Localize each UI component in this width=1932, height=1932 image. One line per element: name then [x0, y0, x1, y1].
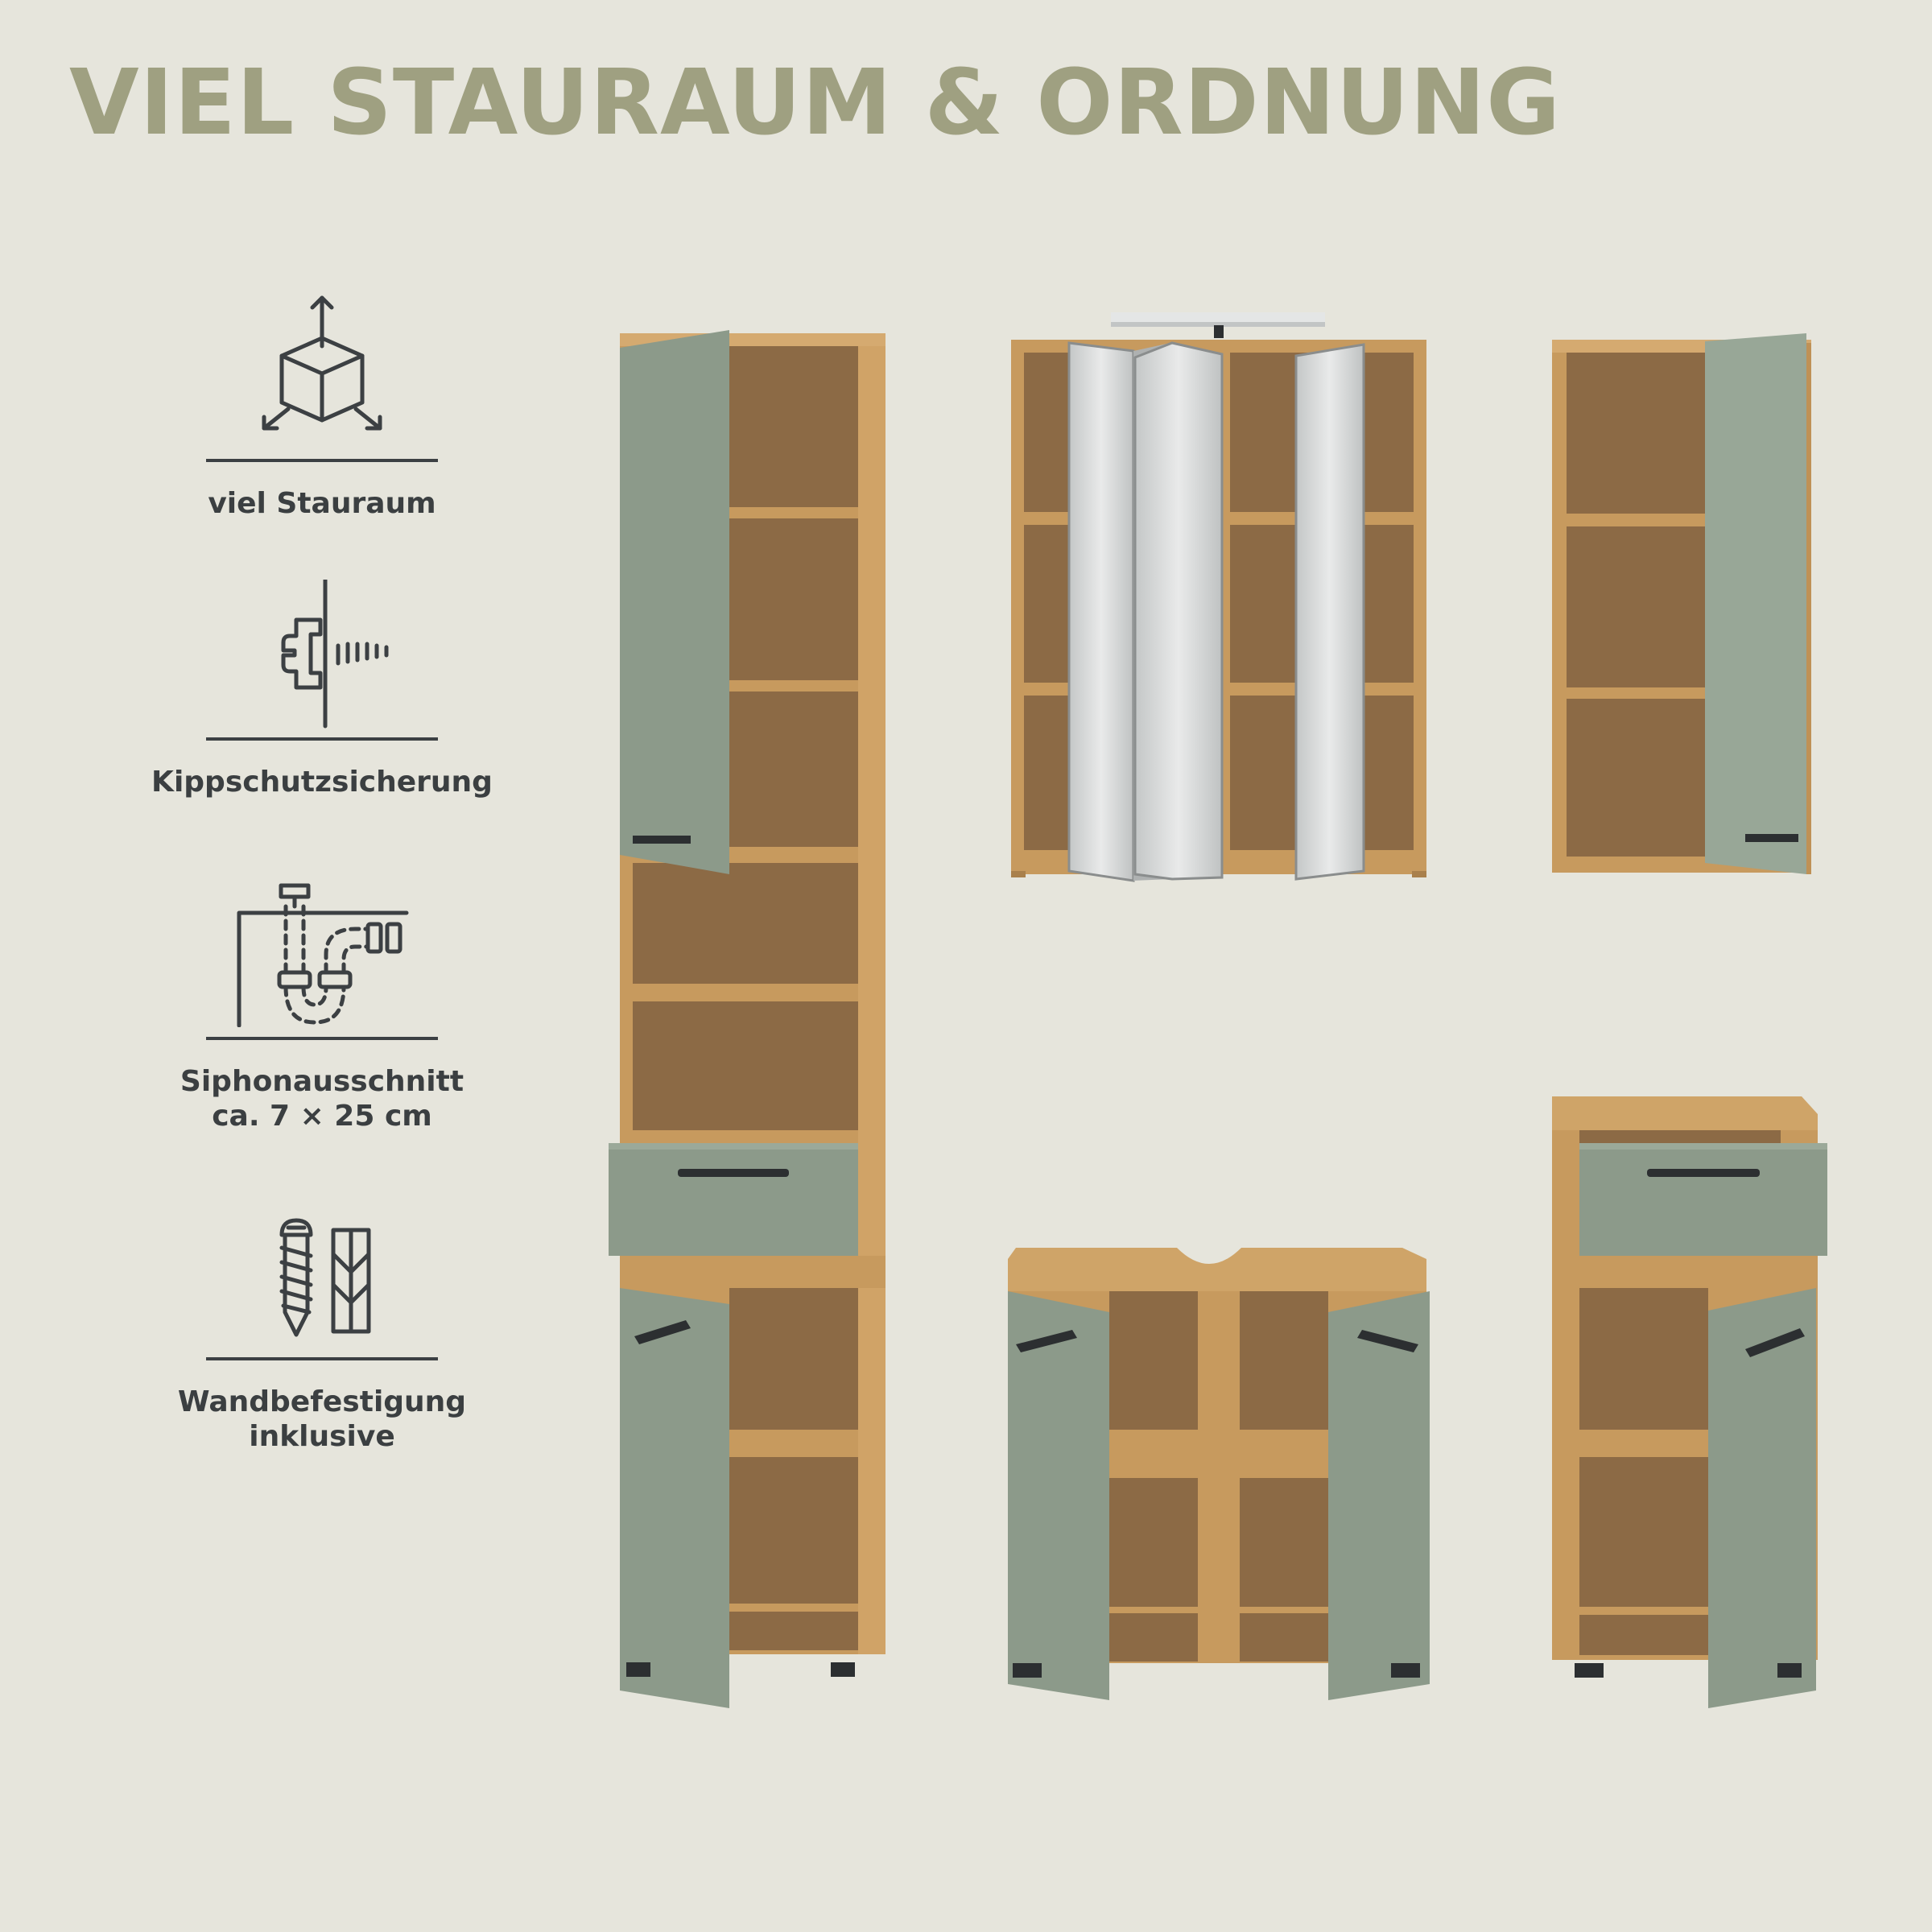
feature-anti-tip: Kippschutzsicherung [129, 580, 515, 799]
siphon-pipe-icon [237, 883, 409, 1027]
screw-and-dowel-icon [279, 1218, 371, 1337]
page-headline: VIEL STAURAUM & ORDNUNG [69, 51, 1562, 155]
feature-label: Wandbefestigung inklusive [177, 1385, 467, 1453]
feature-label: Siphonausschnitt ca. 7 × 25 cm [180, 1065, 464, 1133]
feature-label: viel Stauraum [208, 487, 436, 520]
mirror-cabinet [1011, 312, 1426, 882]
feature-divider [206, 1357, 438, 1360]
feature-storage: viel Stauraum [129, 290, 515, 521]
tall-cabinet [609, 330, 886, 1708]
feature-siphon-cutout: Siphonausschnitt ca. 7 × 25 cm [129, 882, 515, 1133]
low-drawer-cabinet [1552, 1096, 1827, 1708]
sink-vanity [1008, 1248, 1430, 1700]
feature-divider [206, 1037, 438, 1040]
box-dimensions-icon [262, 295, 382, 431]
feature-wall-mounting: Wandbefestigung inklusive [129, 1216, 515, 1454]
feature-label: Kippschutzsicherung [151, 766, 493, 799]
feature-divider [206, 737, 438, 741]
anti-tip-bracket-icon [281, 580, 389, 729]
wall-cabinet [1552, 333, 1811, 874]
feature-divider [206, 459, 438, 462]
